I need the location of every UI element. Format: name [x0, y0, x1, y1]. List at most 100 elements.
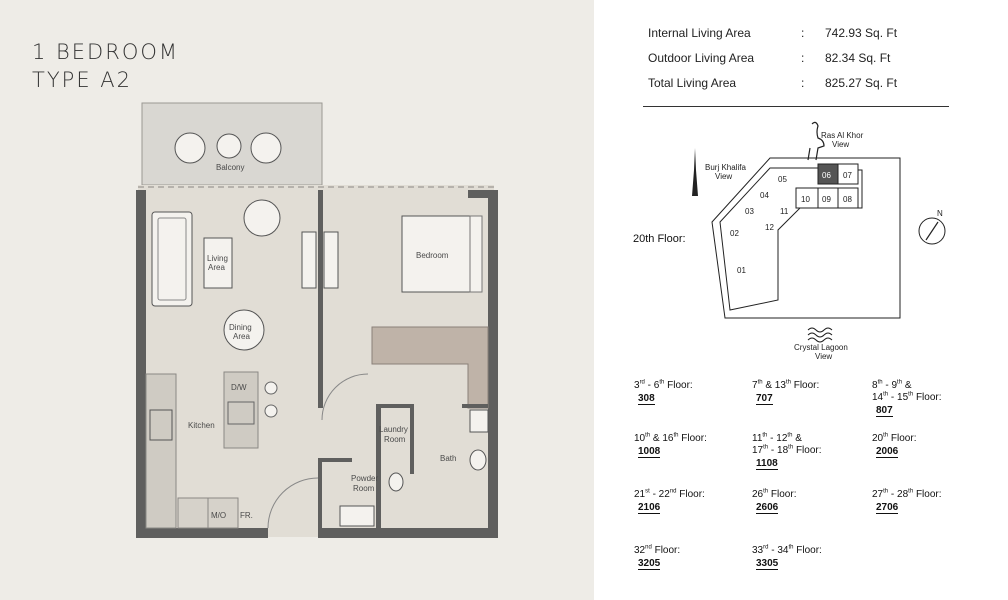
floor-plan: Balcony Living Area Dining Area Bedroom … [136, 102, 498, 538]
wall-top-right [468, 190, 488, 198]
unit-01-label: 01 [737, 266, 746, 275]
laundry-label-2: Room [384, 435, 406, 444]
floor-entry: 26th Floor:2606 [752, 488, 797, 514]
island-sink [227, 401, 255, 425]
unit-10 [795, 187, 819, 209]
floor-unit-number: 2706 [876, 502, 899, 514]
mo-label: M/O [211, 511, 226, 520]
floor-unit-number: 2006 [876, 446, 899, 458]
site-outline [711, 157, 901, 319]
wall-powder [376, 404, 381, 528]
bath-toilet [469, 449, 487, 471]
area-row-total: Total Living Area : 825.27 Sq. Ft [648, 76, 948, 101]
lagoon-waves-icon [807, 327, 833, 343]
living-label-1: Living [207, 254, 228, 263]
flamingo-icon [807, 121, 825, 161]
burj-khalifa-icon [692, 148, 698, 196]
armchair [243, 199, 281, 237]
wall-left [136, 190, 146, 536]
area-colon: : [801, 51, 805, 65]
floor-unit-number: 2606 [756, 502, 779, 514]
wall-bottom-left [136, 528, 268, 538]
bath-label: Bath [440, 454, 456, 463]
floor-entry: 33rd - 34th Floor:3305 [752, 544, 822, 570]
floor-entry: 27th - 28th Floor:2706 [872, 488, 942, 514]
bed-headboard [469, 215, 483, 293]
cooktop [149, 409, 173, 441]
balcony-label: Balcony [216, 163, 244, 172]
powder-label-2: Room [353, 484, 375, 493]
floor-entry: 20th Floor:2006 [872, 432, 917, 458]
ras-al-khor-label-2: View [832, 140, 849, 149]
area-label: Outdoor Living Area [648, 51, 755, 65]
sofa [151, 211, 193, 307]
bed [401, 215, 483, 293]
crystal-lagoon-label-2: View [815, 352, 832, 361]
unit-06-label: 06 [822, 171, 831, 180]
floor-unit-number: 707 [756, 393, 773, 405]
powder-toilet [388, 472, 404, 492]
floor-entry: 3rd - 6th Floor:308 [634, 379, 693, 405]
compass-icon [918, 217, 946, 245]
area-table: Internal Living Area : 742.93 Sq. Ft Out… [648, 26, 948, 101]
key-plan-floor-label: 20th Floor: [633, 233, 686, 245]
entry-door-swing [267, 477, 319, 529]
ras-al-khor-label-1: Ras Al Khor [821, 131, 864, 140]
wall-powder-top [318, 458, 352, 462]
wall-laundry [410, 404, 414, 474]
area-colon: : [801, 26, 805, 40]
powder-label-1: Powder [351, 474, 378, 483]
wall-bedroom [318, 190, 323, 408]
wall-powder-left [318, 458, 322, 528]
bedroom-label: Bedroom [416, 251, 449, 260]
area-label: Total Living Area [648, 76, 737, 90]
area-row-internal: Internal Living Area : 742.93 Sq. Ft [648, 26, 948, 51]
floor-unit-number: 3205 [638, 558, 661, 570]
area-label: Internal Living Area [648, 26, 751, 40]
dw-label: D/W [231, 383, 247, 392]
unit-04-label: 04 [760, 191, 769, 200]
unit-02-label: 02 [730, 229, 739, 238]
unit-11-label: 11 [780, 207, 789, 216]
sofa-cushion [157, 217, 187, 301]
floor-entry: 10th & 16th Floor:1008 [634, 432, 707, 458]
living-label-2: Area [208, 263, 225, 272]
unit-07-label: 07 [843, 171, 852, 180]
floor-entry: 32nd Floor:3205 [634, 544, 681, 570]
burj-khalifa-label-1: Burj Khalifa [705, 163, 746, 172]
unit-title-line1: 1 BEDROOM [32, 40, 179, 64]
powder-sink [339, 505, 375, 527]
compass-needle [925, 221, 939, 241]
floor-unit-number: 1008 [638, 446, 661, 458]
wall-right [488, 190, 498, 536]
fr-label: FR. [240, 511, 253, 520]
unit-title: 1 BEDROOM TYPE A2 [32, 38, 179, 94]
unit-05-label: 05 [778, 175, 787, 184]
area-divider [643, 106, 949, 107]
area-colon: : [801, 76, 805, 90]
burj-khalifa-label-2: View [715, 172, 732, 181]
dining-table [223, 309, 265, 351]
wall-bath-top [462, 404, 488, 408]
unit-08-label: 08 [843, 195, 852, 204]
area-row-outdoor: Outdoor Living Area : 82.34 Sq. Ft [648, 51, 948, 76]
crystal-lagoon-label-1: Crystal Lagoon [794, 343, 848, 352]
balcony-chair-1 [174, 132, 206, 164]
kitchen-counter [145, 373, 177, 529]
floor-entry: 8th - 9th &14th - 15th Floor:807 [872, 379, 942, 417]
kitchen-label: Kitchen [188, 421, 215, 430]
unit-07 [837, 163, 859, 185]
area-value: 82.34 Sq. Ft [825, 51, 891, 65]
coffee-table [203, 237, 233, 289]
dining-label-2: Area [233, 332, 250, 341]
unit-12-label: 12 [765, 223, 774, 232]
floor-entry: 11th - 12th &17th - 18th Floor:1108 [752, 432, 822, 470]
floor-entry: 21st - 22nd Floor:2106 [634, 488, 705, 514]
wall-laundry-top [376, 404, 414, 408]
bath-sink [469, 409, 489, 433]
unit-title-line2: TYPE A2 [32, 68, 132, 92]
floor-unit-number: 807 [876, 405, 893, 417]
balcony-floor [141, 102, 323, 186]
area-value: 825.27 Sq. Ft [825, 76, 898, 90]
